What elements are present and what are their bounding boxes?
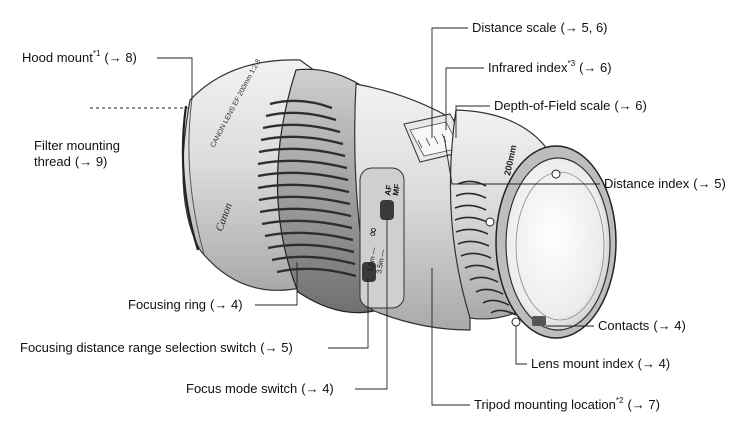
hood-mount-ref: (→ 8)	[104, 50, 137, 65]
main-body: AF MF ∞ 1.5m — 3.5m —	[354, 83, 471, 331]
leader-focus-range-switch	[328, 278, 369, 349]
leader-focusing-ring	[255, 262, 298, 306]
leader-distance-index	[443, 135, 600, 185]
label-distance-index: Distance index(→ 5)	[604, 176, 726, 192]
focusing-ring-ref: (→ 4)	[210, 297, 243, 312]
label-focus-range-switch: Focusing distance range selection switch…	[20, 340, 293, 356]
leader-dof-scale	[455, 105, 490, 138]
leader-lens-mount-index	[515, 326, 527, 365]
dof-scale-text: Depth-of-Field scale	[494, 98, 611, 113]
leader-tripod-location	[431, 268, 470, 406]
tripod-location-note: *2	[615, 395, 624, 405]
label-distance-scale: Distance scale(→ 5, 6)	[472, 20, 608, 36]
label-focusing-ring: Focusing ring(→ 4)	[128, 297, 243, 313]
label-focus-mode-switch: Focus mode switch(→ 4)	[186, 381, 334, 397]
leader-hood-mount	[157, 57, 193, 100]
filter-thread-line2: thread	[34, 154, 71, 169]
focus-range-switch-text: Focusing distance range selection switch	[20, 340, 257, 355]
distance-index-text: Distance index	[604, 176, 690, 191]
focusing-ring	[257, 68, 379, 314]
label-hood-mount: Hood mount*1(→ 8)	[22, 48, 137, 66]
contacts-ref: (→ 4)	[653, 318, 686, 333]
label-infrared-index: Infrared index*3(→ 6)	[488, 58, 612, 76]
focusing-ring-text: Focusing ring	[128, 297, 207, 312]
range-infinity-label: ∞	[365, 225, 382, 238]
mf-label: MF	[391, 183, 402, 196]
leader-focus-mode-switch	[355, 218, 388, 390]
leader-distance-scale	[431, 27, 468, 138]
lens-mount-index-ref: (→ 4)	[637, 356, 671, 371]
distance-index-ref: (→ 5)	[693, 176, 726, 191]
label-dof-scale: Depth-of-Field scale(→ 6)	[494, 98, 647, 114]
tripod-location-ref: (→ 7)	[627, 397, 660, 412]
filter-thread-ref: (→ 9)	[74, 154, 108, 169]
tripod-location-text: Tripod mounting location	[474, 397, 616, 412]
label-filter-thread: Filter mounting thread(→ 9)	[34, 138, 120, 170]
focus-range-switch-ref: (→ 5)	[260, 340, 293, 355]
af-label: AF	[383, 184, 394, 196]
hood-mount-note: *1	[92, 48, 101, 58]
distance-scale-ref: (→ 5, 6)	[560, 20, 608, 35]
leader-infrared-index	[445, 67, 484, 130]
lens-mount-index-text: Lens mount index	[531, 356, 634, 371]
focus-mode-switch-text: Focus mode switch	[186, 381, 298, 396]
rear-mount	[495, 145, 617, 339]
label-lens-mount-index: Lens mount index(→ 4)	[531, 356, 670, 372]
focus-mode-switch-ref: (→ 4)	[301, 381, 334, 396]
distance-scale-text: Distance scale	[472, 20, 557, 35]
infrared-index-text: Infrared index	[488, 60, 568, 75]
filter-thread-line1: Filter mounting	[34, 138, 120, 153]
infrared-index-note: *3	[567, 58, 576, 68]
range-full-label: 1.5m —	[367, 247, 378, 272]
infrared-index-ref: (→ 6)	[579, 60, 612, 75]
label-contacts: Contacts(→ 4)	[598, 318, 686, 334]
hood-mount-text: Hood mount	[22, 50, 93, 65]
range-limited-label: 3.5m —	[376, 249, 387, 274]
dof-scale-ref: (→ 6)	[614, 98, 647, 113]
label-tripod-location: Tripod mounting location*2(→ 7)	[474, 395, 660, 413]
leader-lines	[90, 27, 600, 406]
contacts-text: Contacts	[598, 318, 650, 333]
